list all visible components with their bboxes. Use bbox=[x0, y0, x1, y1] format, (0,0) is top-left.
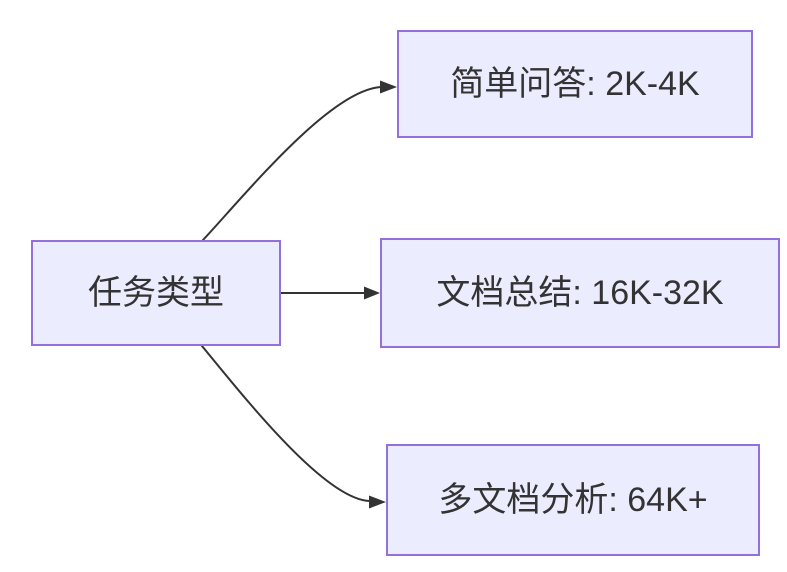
node-simple-qa: 简单问答: 2K-4K bbox=[397, 30, 753, 138]
arrowhead-bottom-icon bbox=[369, 495, 386, 509]
node-task-type: 任务类型 bbox=[31, 240, 281, 346]
arrowhead-top-icon bbox=[380, 80, 397, 94]
node-simple-qa-label: 简单问答: 2K-4K bbox=[450, 64, 700, 103]
node-task-type-label: 任务类型 bbox=[88, 273, 224, 312]
edge-root-to-simple-qa bbox=[202, 80, 397, 241]
node-doc-summary: 文档总结: 16K-32K bbox=[380, 238, 780, 348]
arrowhead-middle-icon bbox=[364, 286, 380, 300]
edge-root-to-multi-doc bbox=[201, 345, 386, 509]
node-doc-summary-label: 文档总结: 16K-32K bbox=[436, 273, 724, 312]
node-multi-doc-analysis-label: 多文档分析: 64K+ bbox=[438, 480, 708, 519]
edge-curve-top bbox=[202, 86, 382, 241]
edge-curve-bottom bbox=[201, 345, 371, 502]
node-multi-doc-analysis: 多文档分析: 64K+ bbox=[386, 444, 760, 556]
edge-root-to-doc-summary bbox=[280, 286, 380, 300]
